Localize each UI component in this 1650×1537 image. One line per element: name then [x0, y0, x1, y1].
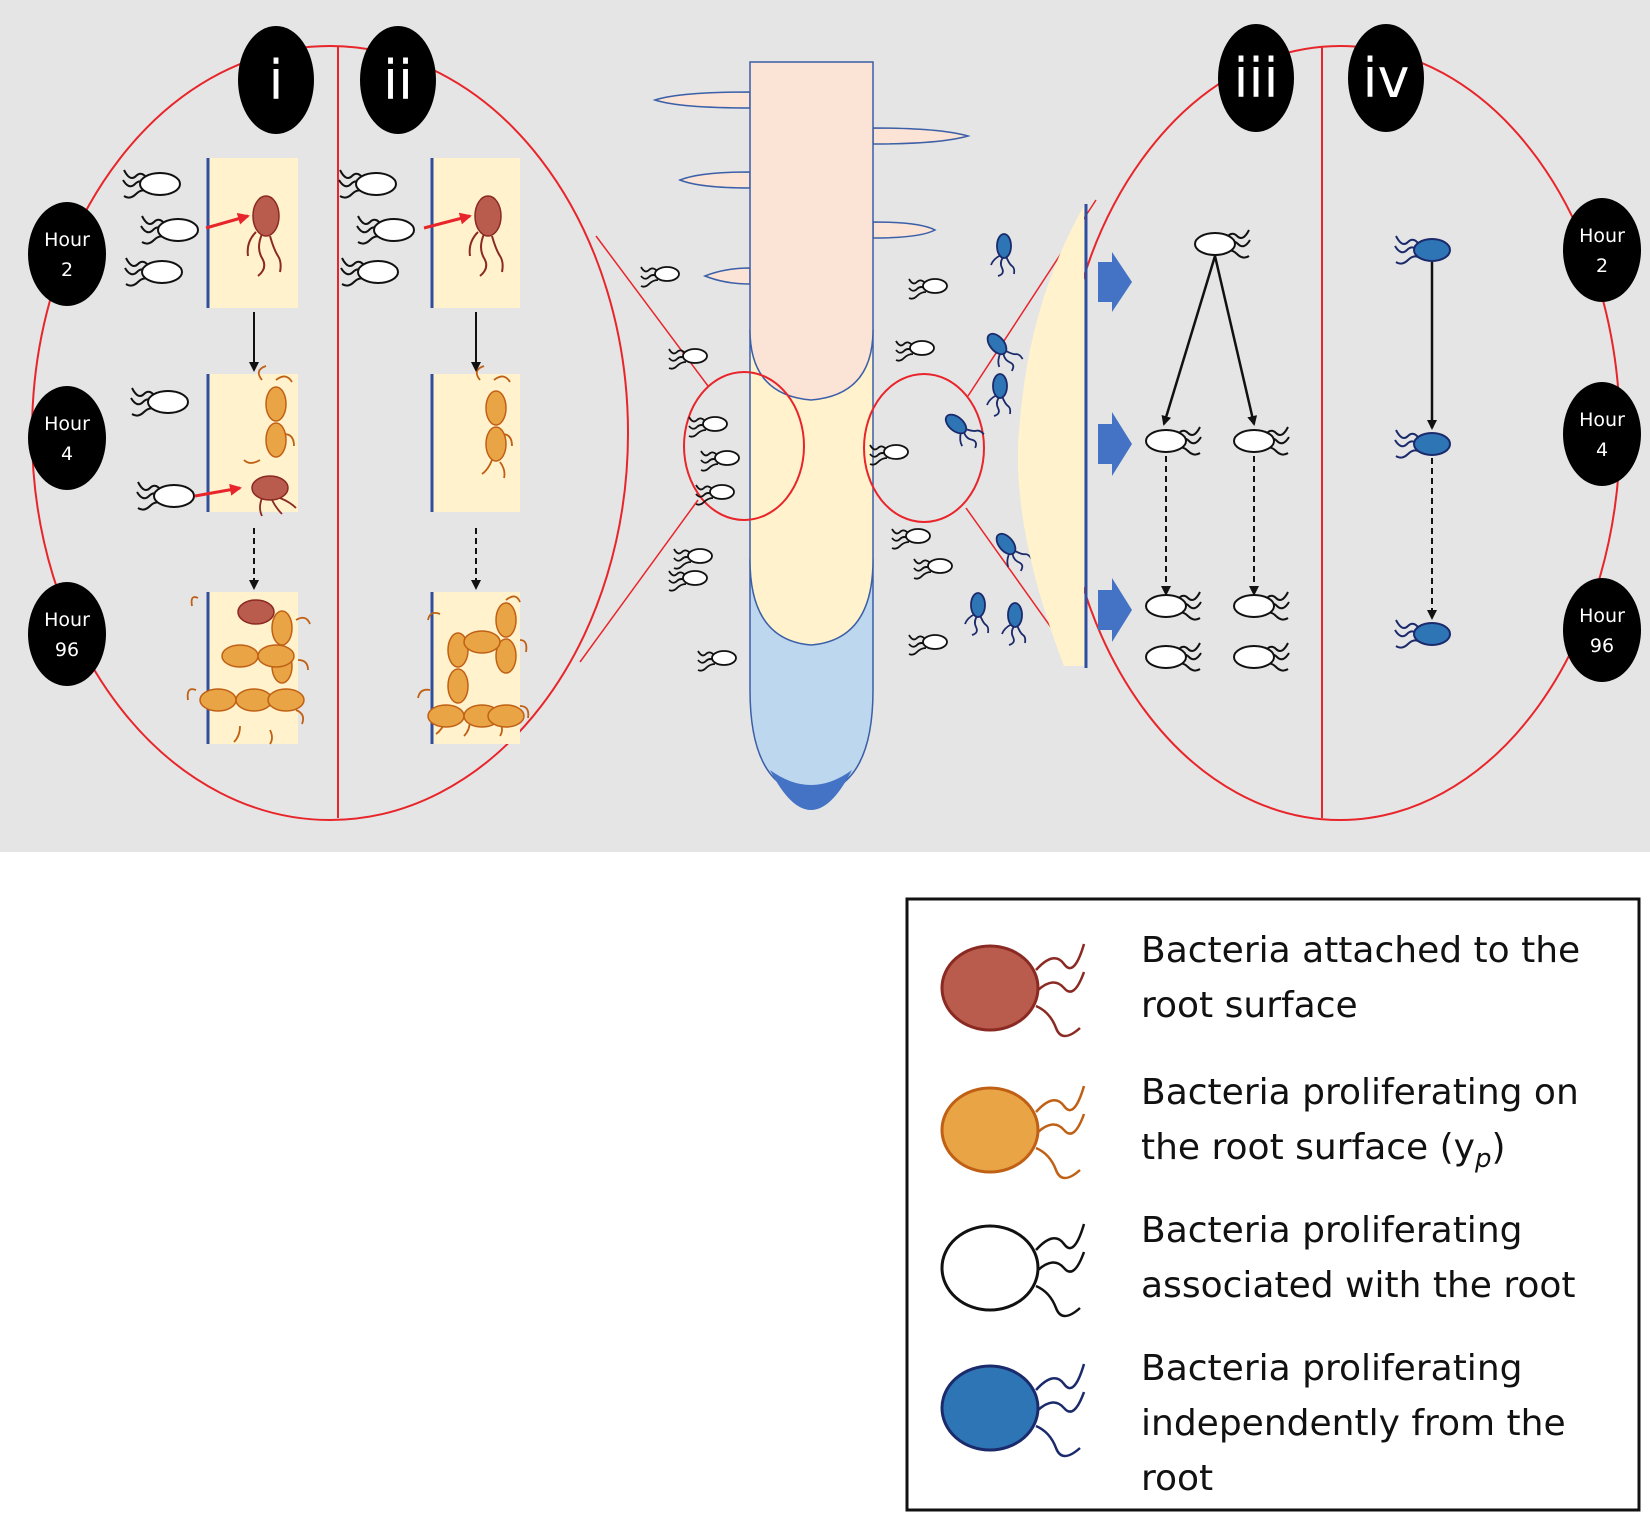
svg-text:2: 2 [1596, 255, 1608, 277]
hour-badge-left-2: Hour 2 [28, 202, 106, 306]
legend-label: root surface [1141, 985, 1358, 1026]
panel-label-text: ii [383, 49, 413, 112]
zoom-circle-left [683, 371, 805, 521]
root-hair [872, 221, 937, 239]
root-surface-box [432, 374, 520, 512]
panel-label-iii: iii [1218, 24, 1294, 132]
panel-iv-content [1395, 236, 1450, 648]
svg-text:Hour: Hour [1579, 605, 1625, 627]
hour-badge-left-96: Hour 96 [28, 582, 106, 686]
attachment-arrow [205, 212, 250, 230]
legend-label: associated with the root [1141, 1265, 1576, 1306]
legend-item-surface: Bacteria proliferating on the root surfa… [940, 1072, 1579, 1180]
exudate-arrows [1098, 252, 1132, 642]
legend-swatch-independent [940, 1364, 1040, 1452]
legend-label: root [1141, 1458, 1213, 1499]
legend-swatch-associated [940, 1224, 1040, 1312]
svg-text:Hour: Hour [44, 609, 90, 631]
legend-label: Bacteria attached to the [1141, 930, 1580, 971]
panel-label-text: i [268, 49, 283, 112]
root-surface-box [208, 158, 298, 308]
root-elongation-zone [749, 329, 874, 646]
root-hair [652, 91, 751, 109]
svg-text:96: 96 [55, 639, 79, 661]
svg-text:4: 4 [1596, 439, 1608, 461]
root-hair [677, 171, 751, 189]
root-hair [872, 127, 971, 145]
panel-label-text: iv [1363, 47, 1410, 110]
root-maturation-zone [749, 61, 874, 401]
hour-badge-right-2: Hour 2 [1563, 198, 1641, 302]
svg-text:Hour: Hour [44, 413, 90, 435]
panel-ii-content [339, 158, 530, 744]
legend-item-independent: Bacteria proliferating independently fro… [940, 1348, 1566, 1499]
hour-badge-right-96: Hour 96 [1563, 578, 1641, 682]
zoom-circle-right [863, 373, 985, 523]
attached-bacterium [246, 195, 282, 277]
panel-label-i: i [238, 26, 314, 134]
panel-label-ii: ii [360, 26, 436, 134]
panel-iii-content [1146, 230, 1289, 671]
legend-label: the root surface (yp) [1141, 1127, 1506, 1174]
hour-badge-right-4: Hour 4 [1563, 382, 1641, 486]
legend-swatch-attached [940, 944, 1040, 1032]
svg-text:4: 4 [61, 443, 73, 465]
svg-text:Hour: Hour [1579, 225, 1625, 247]
root-hair [702, 267, 751, 285]
legend-label: Bacteria proliferating [1141, 1348, 1522, 1389]
legend-label: Bacteria proliferating [1141, 1210, 1522, 1251]
legend-label: Bacteria proliferating on [1141, 1072, 1579, 1113]
panel-i-content [123, 158, 311, 745]
attachment-arrow [194, 483, 242, 498]
svg-text:96: 96 [1590, 635, 1614, 657]
svg-text:Hour: Hour [1579, 409, 1625, 431]
legend: Bacteria attached to the root surface Ba… [905, 897, 1641, 1512]
root-tip-crescent [770, 770, 852, 810]
root-section-right [1017, 206, 1084, 666]
legend-item-attached: Bacteria attached to the root surface [940, 930, 1580, 1038]
svg-text:Hour: Hour [44, 229, 90, 251]
legend-item-associated: Bacteria proliferating associated with t… [940, 1210, 1576, 1318]
panel-label-iv: iv [1348, 24, 1424, 132]
legend-label: independently from the [1141, 1403, 1566, 1444]
zoom-line [579, 499, 699, 663]
panel-label-text: iii [1233, 47, 1278, 110]
svg-text:2: 2 [61, 259, 73, 281]
legend-swatch-surface [940, 1086, 1040, 1174]
hour-badge-left-4: Hour 4 [28, 386, 106, 490]
root-illustration [652, 61, 971, 810]
